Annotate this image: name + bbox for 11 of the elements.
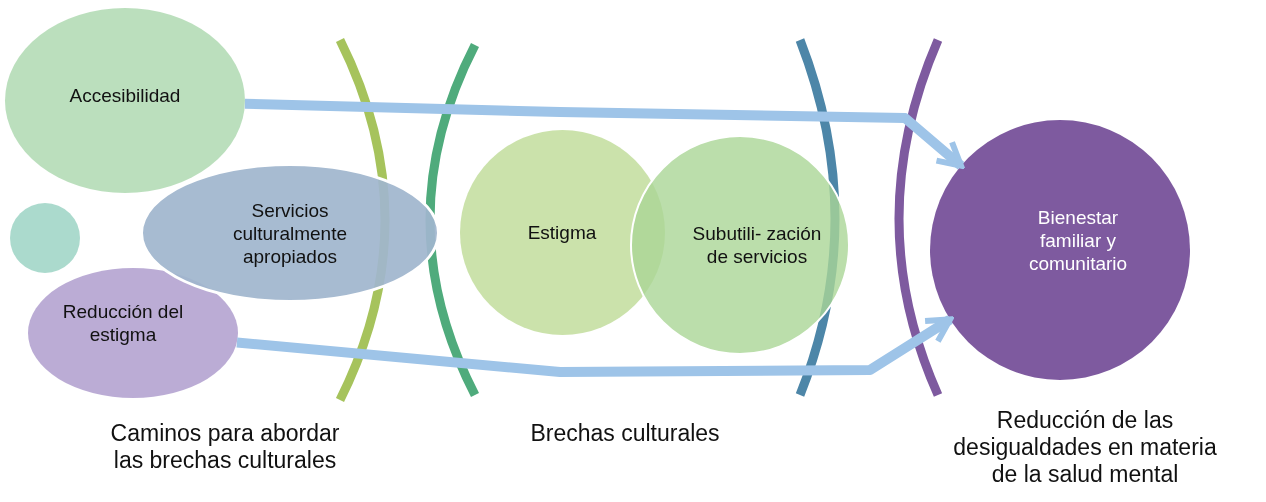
column-caption: Reducción de las desigualdades en materia de la salud mental [952, 407, 1218, 488]
node-label: Servicios culturalmente apropiados [231, 198, 349, 268]
arrow [236, 315, 954, 377]
node-label: Reducción del estigma [61, 300, 185, 346]
node-label: Subutili- zación de servicios [692, 222, 822, 268]
node-label: Bienestar familiar y comunitario [1027, 205, 1129, 275]
column-caption: Brechas culturales [529, 420, 721, 447]
node-label: Accesibilidad [68, 84, 182, 107]
node-label: Estigma [526, 221, 598, 244]
column-caption: Caminos para abordar las brechas culturales [109, 420, 341, 474]
arrow [244, 98, 965, 170]
